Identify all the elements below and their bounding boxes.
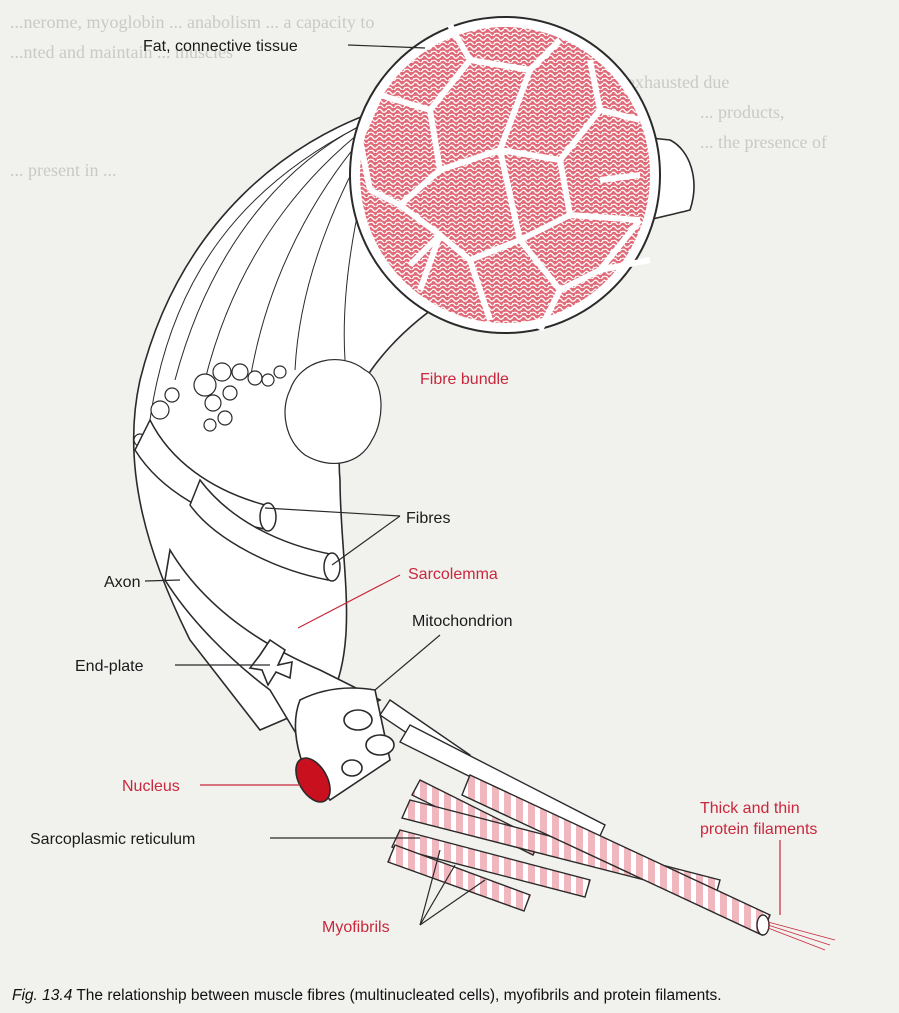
label-mitochondrion: Mitochondrion	[412, 613, 513, 630]
label-sarcoplasmic-reticulum: Sarcoplasmic reticulum	[30, 831, 195, 848]
label-end-plate: End-plate	[75, 658, 144, 675]
label-fibre-bundle: Fibre bundle	[420, 371, 509, 388]
background-line: ... the presence of	[700, 132, 827, 152]
figure-caption: Fig. 13.4 The relationship between muscl…	[12, 987, 722, 1004]
caption-text: The relationship between muscle fibres (…	[72, 987, 721, 1004]
caption-fig-number: Fig. 13.4	[12, 987, 73, 1004]
label-fibres: Fibres	[406, 510, 450, 527]
label-myofibrils: Myofibrils	[322, 919, 390, 936]
label-fat-connective-tissue: Fat, connective tissue	[143, 38, 298, 55]
background-line: ... products,	[700, 102, 785, 122]
background-line: ...nerome, myoglobin ... anabolism ... a…	[10, 12, 374, 32]
label-axon: Axon	[104, 574, 140, 591]
label-thick-thin-line2: protein filaments	[700, 821, 817, 838]
label-nucleus: Nucleus	[122, 778, 180, 795]
fibre-bundle	[350, 17, 660, 333]
label-thick-thin-line1: Thick and thin	[700, 800, 800, 817]
label-sarcolemma: Sarcolemma	[408, 566, 498, 583]
background-line: ... present in ...	[10, 160, 116, 180]
